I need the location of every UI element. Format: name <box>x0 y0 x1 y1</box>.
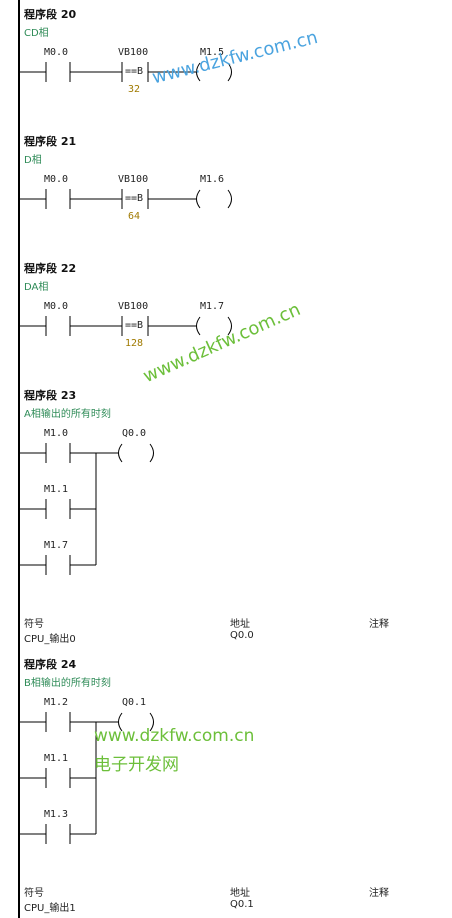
watermark-site-name: 电子开发网 <box>94 755 179 775</box>
rung-22[interactable] <box>0 312 452 342</box>
compare-operator: ==B <box>125 66 144 77</box>
coil-label: Q0.1 <box>122 697 147 708</box>
symbol-cell: CPU_输出0 <box>24 634 76 645</box>
address-header: 地址 <box>230 619 250 630</box>
left-power-rail <box>18 0 20 918</box>
segment-comment: DA相 <box>24 282 49 293</box>
rung-23[interactable] <box>0 440 452 580</box>
segment-comment: A相输出的所有时刻 <box>24 409 111 420</box>
contact-label: M1.2 <box>44 697 69 708</box>
contact-label: M0.0 <box>44 47 69 58</box>
segment-comment: B相输出的所有时刻 <box>24 678 111 689</box>
segment-comment: D相 <box>24 155 42 166</box>
segment-title: 程序段 22 <box>24 262 77 275</box>
contact-label: M1.3 <box>44 809 69 820</box>
symbol-header: 符号 <box>24 619 44 630</box>
contact-label: M0.0 <box>44 301 69 312</box>
compare-label: VB100 <box>118 174 149 185</box>
compare-operator: ==B <box>125 320 144 331</box>
segment-title: 程序段 21 <box>24 135 77 148</box>
compare-label: VB100 <box>118 301 149 312</box>
symbol-cell: CPU_输出1 <box>24 903 76 914</box>
contact-label: M1.0 <box>44 428 69 439</box>
contact-label: M1.7 <box>44 540 69 551</box>
contact-label: M1.1 <box>44 484 69 495</box>
compare-value: 128 <box>125 338 144 349</box>
watermark-url: www.dzkfw.com.cn <box>94 726 255 746</box>
compare-label: VB100 <box>118 47 149 58</box>
compare-operator: ==B <box>125 193 144 204</box>
contact-label: M0.0 <box>44 174 69 185</box>
rung-20[interactable] <box>0 58 452 88</box>
symbol-header: 符号 <box>24 888 44 899</box>
coil-label: M1.7 <box>200 301 225 312</box>
comment-header: 注释 <box>369 888 389 899</box>
compare-value: 64 <box>128 211 141 222</box>
coil-label: Q0.0 <box>122 428 147 439</box>
coil-label: M1.5 <box>200 47 225 58</box>
comment-header: 注释 <box>369 619 389 630</box>
address-cell: Q0.1 <box>230 899 254 910</box>
segment-title: 程序段 23 <box>24 389 77 402</box>
coil-label: M1.6 <box>200 174 225 185</box>
segment-title: 程序段 24 <box>24 658 77 671</box>
address-cell: Q0.0 <box>230 630 254 641</box>
contact-label: M1.1 <box>44 753 69 764</box>
rung-24[interactable] <box>0 709 452 849</box>
address-header: 地址 <box>230 888 250 899</box>
segment-comment: CD相 <box>24 28 49 39</box>
compare-value: 32 <box>128 84 141 95</box>
rung-21[interactable] <box>0 185 452 215</box>
segment-title: 程序段 20 <box>24 8 77 21</box>
